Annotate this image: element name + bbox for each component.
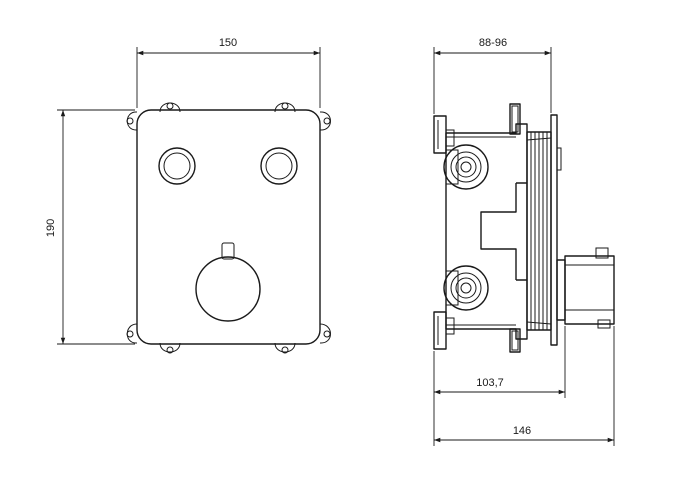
top-bracket bbox=[509, 103, 521, 135]
mounting-ears bbox=[126, 102, 331, 354]
bottom-bracket bbox=[509, 328, 521, 353]
left-flange-top bbox=[433, 115, 455, 154]
front-view: 150 190 bbox=[45, 37, 331, 354]
right-button bbox=[260, 147, 298, 185]
depth-mid-label: 103,7 bbox=[476, 377, 504, 389]
dimension-88-96: 88-96 bbox=[433, 37, 552, 114]
dimension-146: 146 bbox=[434, 326, 615, 446]
mixing-knob bbox=[195, 242, 261, 322]
housing-body bbox=[445, 123, 528, 340]
dimension-height: 190 bbox=[45, 109, 135, 345]
depth-total-label: 146 bbox=[513, 425, 531, 437]
dimension-103-7: 103,7 bbox=[433, 326, 566, 446]
left-button bbox=[158, 147, 196, 185]
side-view: 88-96 103,7 146 bbox=[433, 37, 615, 446]
left-flange-bottom bbox=[433, 311, 455, 350]
inlet-port-bottom bbox=[443, 265, 489, 311]
dimension-width: 150 bbox=[136, 37, 321, 108]
cover-plate bbox=[136, 109, 321, 345]
height-label: 190 bbox=[45, 219, 57, 237]
inlet-port-top bbox=[443, 144, 489, 190]
plaster-guard bbox=[526, 114, 562, 346]
depth-top-label: 88-96 bbox=[479, 37, 507, 49]
width-label: 150 bbox=[219, 37, 237, 49]
valve-spindle bbox=[556, 247, 615, 329]
